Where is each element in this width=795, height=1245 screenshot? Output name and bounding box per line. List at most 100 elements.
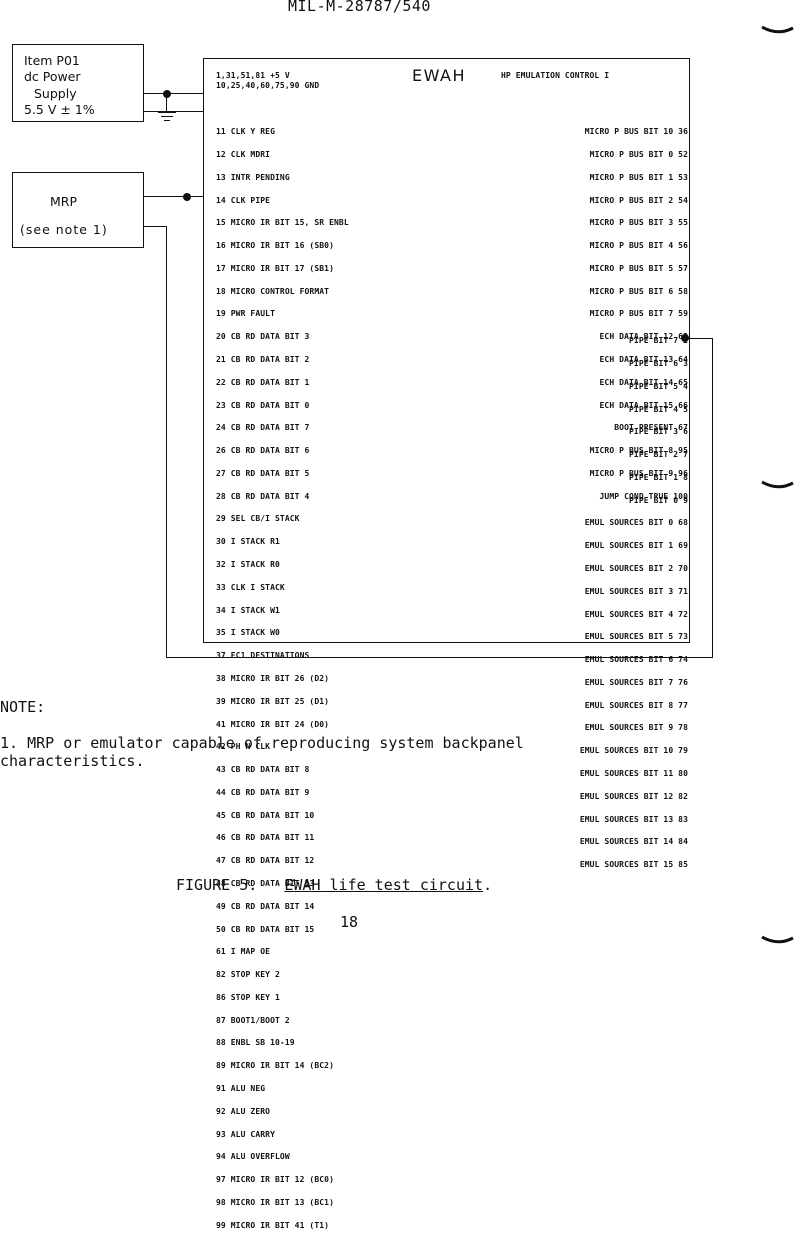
ground-bar-2 <box>161 116 173 118</box>
right-bus-horizontal <box>688 338 713 340</box>
pin-label: EMUL SOURCES BIT 14 84 <box>579 837 688 847</box>
junction-dot <box>183 192 191 201</box>
pin-label: 32 I STACK R0 <box>216 560 280 570</box>
pin-label: 92 ALU ZERO <box>216 1106 271 1116</box>
pin-label: 97 MICRO IR BIT 12 (BC0) <box>216 1175 334 1185</box>
pin-label: 28 CB RD DATA BIT 4 <box>216 491 310 501</box>
ground-stem <box>166 93 168 112</box>
pin-label: 20 CB RD DATA BIT 3 <box>216 332 310 342</box>
pin-label: 91 ALU NEG <box>216 1084 266 1093</box>
pin-label: PIPE BIT 3 6 <box>629 427 688 437</box>
pin-label: MICRO P BUS BIT 6 58 <box>589 286 688 296</box>
pin-label: 22 CB RD DATA BIT 1 <box>216 377 310 387</box>
pin-label: 34 I STACK W1 <box>216 605 280 615</box>
figure-number: FIGURE 5. <box>176 876 258 894</box>
mrp-label: MRP <box>50 194 78 209</box>
pin-label: MICRO P BUS BIT 9 96 <box>589 468 688 478</box>
pin-label: EMUL SOURCES BIT 9 78 <box>584 723 688 733</box>
psu-wire-top <box>143 93 204 95</box>
pin-label: EMUL SOURCES BIT 1 69 <box>584 541 688 551</box>
pin-label: 27 CB RD DATA BIT 5 <box>216 468 310 478</box>
document-id: MIL-M-28787/540 <box>288 0 431 15</box>
pin-label: MICRO P BUS BIT 8 95 <box>589 446 688 456</box>
pin-label: JUMP COND TRUE 100 <box>599 491 688 501</box>
pin-label: 42 PH N CLK <box>216 742 271 752</box>
pin-label: 46 CB RD DATA BIT 11 <box>216 833 315 843</box>
pin-label: EMUL SOURCES BIT 12 82 <box>579 791 688 801</box>
edge-mark-top <box>761 25 794 34</box>
pin-label: EMUL SOURCES BIT 13 83 <box>579 814 688 824</box>
pin-label: ECH DATA BIT 15 66 <box>599 400 688 410</box>
pin-label: 12 CLK MDRI <box>216 149 271 159</box>
pin-label: 16 MICRO IR BIT 16 (SB0) <box>216 241 334 251</box>
edge-mark-middle <box>761 480 794 489</box>
pin-label: 33 CLK I STACK <box>216 582 285 592</box>
note-heading: NOTE: <box>0 698 46 716</box>
pin-label: 14 CLK PIPE <box>216 195 271 205</box>
return-bottom-horizontal <box>166 657 713 659</box>
pin-label: MICRO P BUS BIT 1 53 <box>589 172 688 182</box>
pin-label: 48 CB RD DATA BIT 13 <box>216 878 315 888</box>
note-item-1: 1. MRP or emulator capable of reproducin… <box>0 734 524 770</box>
pin-label: 38 MICRO IR BIT 26 (D2) <box>216 673 330 683</box>
figure-caption: FIGURE 5. EWAH life test circuit. <box>176 876 492 894</box>
pin-label: PIPE BIT 0 9 <box>629 495 688 505</box>
pin-label: 23 CB RD DATA BIT 0 <box>216 400 310 410</box>
pin-label: ECH DATA BIT 13 64 <box>599 355 688 364</box>
pin-label: EMUL SOURCES BIT 7 76 <box>584 677 688 687</box>
pin-label: 49 CB RD DATA BIT 14 <box>216 901 315 911</box>
junction-dot <box>162 90 171 98</box>
power-supply-label-2: dc Power <box>24 69 81 84</box>
psu-wire-bottom <box>143 111 204 113</box>
pin-label: 39 MICRO IR BIT 25 (D1) <box>216 696 330 706</box>
circuit-diagram: Item P01 dc Power Supply 5.5 V ± 1% MRP … <box>12 44 714 1229</box>
pin-label: 98 MICRO IR BIT 13 (BC1) <box>216 1197 334 1207</box>
pin-label: 45 CB RD DATA BIT 10 <box>216 810 315 820</box>
pin-label: EMUL SOURCES BIT 0 68 <box>584 518 688 528</box>
pin-label: EMUL SOURCES BIT 4 72 <box>584 609 688 619</box>
pin-label: BOOT PRESENT 67 <box>614 423 688 433</box>
power-supply-box <box>12 44 144 122</box>
power-supply-label-3: Supply <box>34 86 77 101</box>
mrp-return-vertical <box>166 226 168 658</box>
pin-label: PIPE BIT 4 5 <box>629 404 688 414</box>
pin-label: ECH DATA BIT 12 63 <box>599 332 688 342</box>
right-pin-list-bottom: PIPE BIT 7 2 PIPE BIT 6 3 PIPE BIT 5 4 P… <box>470 322 688 884</box>
pin-label: 99 MICRO IR BIT 41 (T1) <box>216 1220 330 1230</box>
pin-label: 87 BOOT1/BOOT 2 <box>216 1015 290 1025</box>
pin-label: 41 MICRO IR BIT 24 (D0) <box>216 719 330 729</box>
pin-label: PIPE BIT 2 7 <box>629 450 688 460</box>
pin-label: 47 CB RD DATA BIT 12 <box>216 856 315 866</box>
pin-label: EMUL SOURCES BIT 5 73 <box>584 632 688 642</box>
power-supply-label-4: 5.5 V ± 1% <box>24 102 95 117</box>
pin-label: 93 ALU CARRY <box>216 1129 275 1139</box>
pin-label: PIPE BIT 6 3 <box>629 358 688 368</box>
pin-label: 88 ENBL SB 10-19 <box>216 1038 295 1048</box>
pin-label: 43 CB RD DATA BIT 8 <box>216 765 310 775</box>
figure-period: . <box>483 876 493 894</box>
pin-label: MICRO P BUS BIT 7 59 <box>589 309 688 319</box>
pin-label: 86 STOP KEY 1 <box>216 992 280 1002</box>
left-pin-list: 11 CLK Y REG 12 CLK MDRI 13 INTR PENDING… <box>216 113 349 1244</box>
pin-label: ECH DATA BIT 14 65 <box>599 377 688 387</box>
mrp-note-ref: (see note 1) <box>20 222 108 237</box>
device-name: EWAH <box>412 66 467 85</box>
pin-label: 21 CB RD DATA BIT 2 <box>216 355 310 364</box>
pin-label: 82 STOP KEY 2 <box>216 970 280 980</box>
pin-label: 26 CB RD DATA BIT 6 <box>216 446 310 456</box>
pin-label: 29 SEL CB/I STACK <box>216 514 300 524</box>
ewah-device-box <box>203 58 690 643</box>
pin-label: EMUL SOURCES BIT 15 85 <box>579 860 688 870</box>
pin-label: 19 PWR FAULT <box>216 309 275 319</box>
ground-bar-1 <box>158 112 176 114</box>
pin-label: 15 MICRO IR BIT 15, SR ENBL <box>216 218 349 228</box>
pin-label: EMUL SOURCES BIT 10 79 <box>579 746 688 756</box>
pin-label: EMUL SOURCES BIT 6 74 <box>584 655 688 665</box>
pin-label: 13 INTR PENDING <box>216 172 290 182</box>
pin-label: 11 CLK Y REG <box>216 127 275 137</box>
pin-label: EMUL SOURCES BIT 3 71 <box>584 586 688 596</box>
pin-label: EMUL SOURCES BIT 2 70 <box>584 564 688 573</box>
pin-label: MICRO P BUS BIT 5 57 <box>589 263 688 273</box>
page-number: 18 <box>340 913 359 931</box>
return-right-vertical <box>712 338 714 658</box>
